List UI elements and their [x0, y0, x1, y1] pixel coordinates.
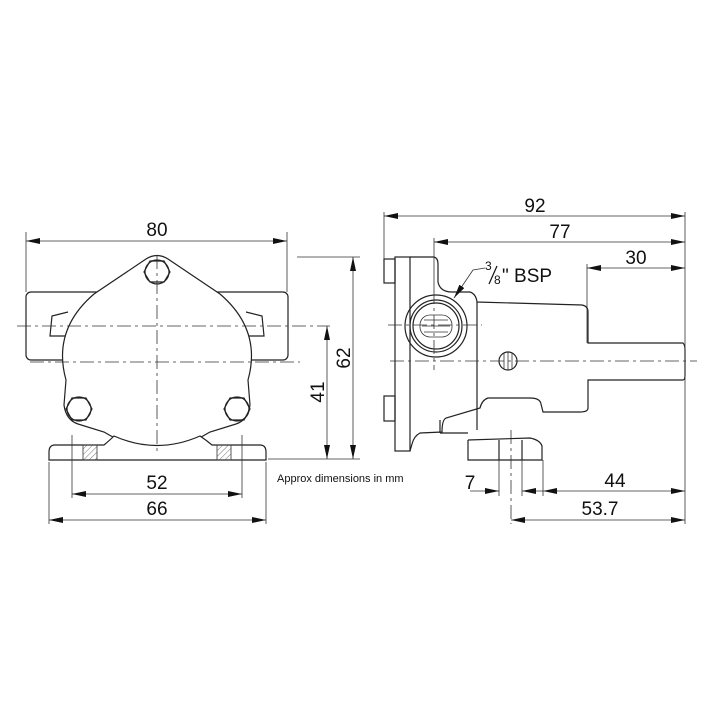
dim-44: 44	[604, 471, 626, 492]
dim-66: 66	[146, 499, 167, 520]
bolt-right	[223, 397, 251, 421]
side-view: 92 77 30 3 8 " BSP 7 44 53.7	[383, 196, 697, 524]
front-view: 80 62 41 52 66	[17, 220, 360, 524]
svg-text:8: 8	[494, 273, 501, 287]
port-size-label: 3 8 " BSP	[485, 259, 552, 287]
plate-bolt-top	[383, 258, 396, 284]
dim-80: 80	[146, 220, 167, 241]
svg-text:3: 3	[485, 259, 492, 273]
housing	[409, 256, 686, 452]
units-note: Approx dimensions in mm	[277, 473, 404, 485]
svg-text:" BSP: " BSP	[502, 266, 552, 287]
base	[48, 435, 267, 461]
dim-92: 92	[524, 196, 545, 217]
dim-53-7: 53.7	[582, 499, 619, 520]
dim-77: 77	[549, 222, 570, 243]
dim-7: 7	[465, 473, 476, 494]
bolt-left	[65, 397, 93, 421]
plate-bolt-bottom	[383, 395, 396, 422]
port-outer	[404, 294, 468, 358]
dim-30: 30	[625, 248, 646, 269]
dim-62: 62	[334, 347, 355, 368]
cover-plate	[394, 256, 411, 452]
dim-41: 41	[308, 381, 329, 402]
dim-52: 52	[146, 473, 167, 494]
